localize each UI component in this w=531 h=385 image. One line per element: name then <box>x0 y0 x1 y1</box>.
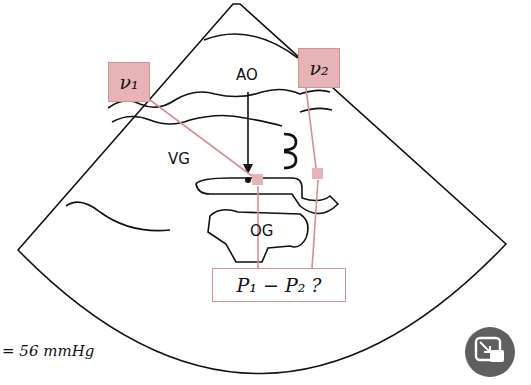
aortic-valve <box>284 152 296 168</box>
atrium-label: OG <box>250 222 273 240</box>
node-text: ν₁ <box>119 71 138 93</box>
node-text: ν₂ <box>309 57 328 79</box>
aortic-valve <box>284 134 296 150</box>
posterior-wall <box>66 202 170 230</box>
question-box: P₁ − P₂ ? <box>212 268 346 302</box>
node-text: P₁ − P₂ ? <box>236 274 321 296</box>
aorta-label: AO <box>236 66 258 84</box>
expand-icon <box>480 342 490 352</box>
leader-line <box>312 180 318 268</box>
sample-volume <box>312 168 323 179</box>
expand-icon <box>490 350 504 362</box>
septum <box>112 115 282 126</box>
pressure-value: = 56 mmHg <box>2 342 94 360</box>
sample-volume <box>252 174 263 185</box>
leader-line <box>150 100 252 176</box>
aortic-wall <box>300 108 332 112</box>
near-field-arc <box>204 34 298 58</box>
velocity-box: ν₁ <box>108 62 150 102</box>
dot <box>245 177 251 183</box>
expand-icon <box>465 327 515 377</box>
flow-arrow <box>247 92 249 172</box>
ventricle-label: VG <box>168 150 190 168</box>
echo-sector <box>18 4 506 374</box>
leader-line <box>306 88 316 168</box>
velocity-box: ν₂ <box>298 48 340 88</box>
